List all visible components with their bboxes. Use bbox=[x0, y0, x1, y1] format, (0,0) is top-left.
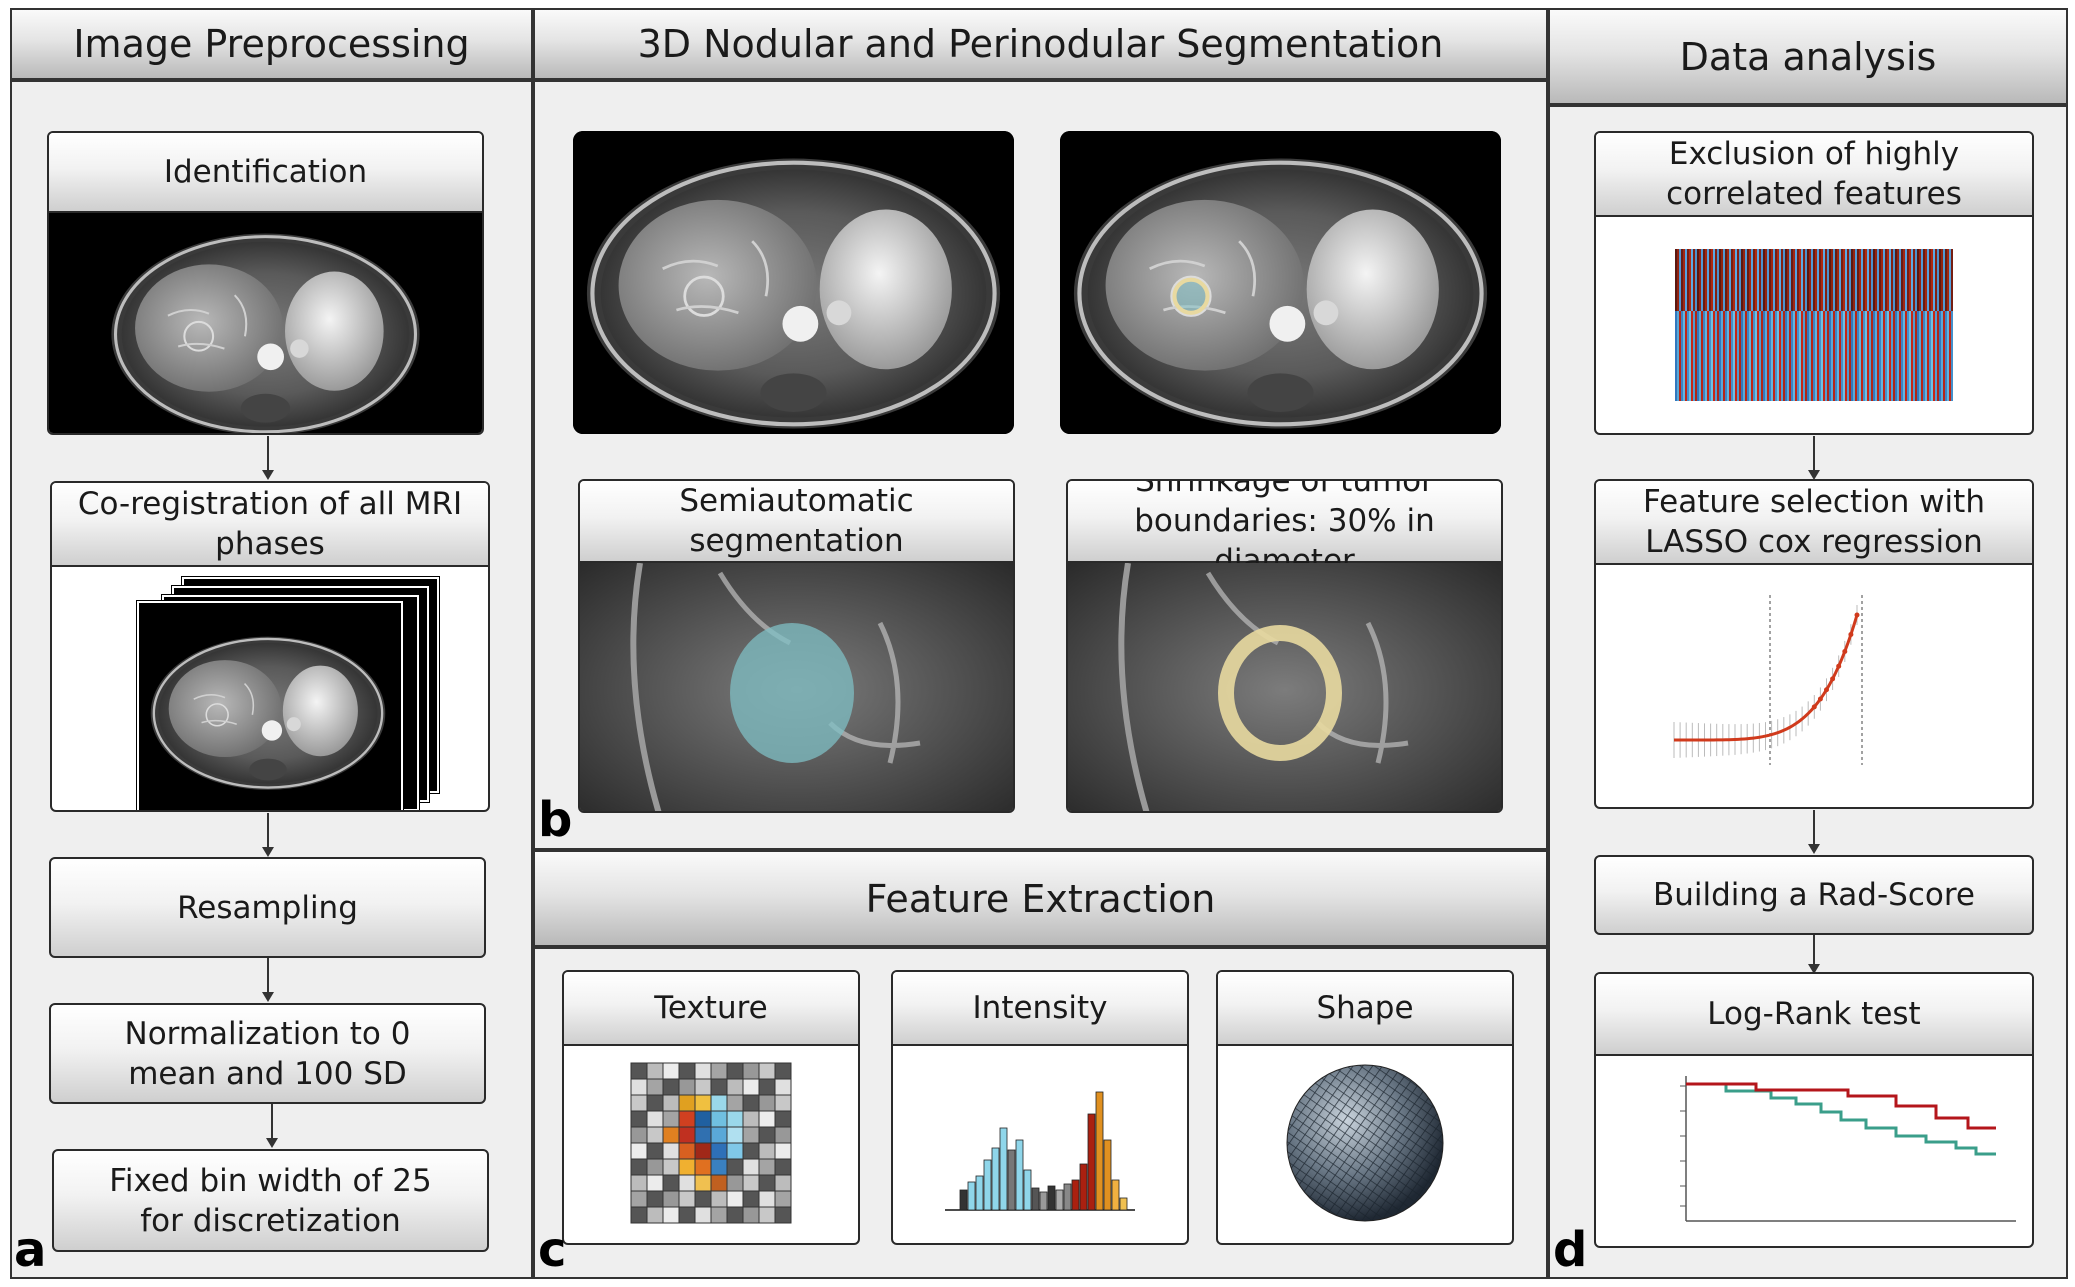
radscore-box: Building a Rad-Score bbox=[1594, 855, 2034, 935]
lasso-label: Feature selection with LASSO cox regress… bbox=[1596, 481, 2032, 565]
bin-width-box: Fixed bin width of 25 for discretization bbox=[52, 1149, 489, 1252]
panel-letter-c: c bbox=[538, 1222, 567, 1278]
semiautomatic-closeup bbox=[580, 563, 1013, 811]
down-arrow-icon bbox=[262, 958, 274, 1002]
logrank-label: Log-Rank test bbox=[1596, 974, 2032, 1056]
analysis-header: Data analysis bbox=[1548, 8, 2068, 105]
shape-box: Shape bbox=[1216, 970, 1514, 1245]
preprocessing-header: Image Preprocessing bbox=[10, 8, 533, 80]
lasso-box: Feature selection with LASSO cox regress… bbox=[1594, 479, 2034, 809]
shrinkage-box: Shrinkage of tumor boundaries: 30% in di… bbox=[1066, 479, 1503, 813]
correlation-box: Exclusion of highly correlated features bbox=[1594, 131, 2034, 435]
preprocessing-title: Image Preprocessing bbox=[73, 22, 470, 66]
texture-box: Texture bbox=[562, 970, 860, 1245]
intensity-label: Intensity bbox=[893, 972, 1187, 1046]
feature-extraction-header: Feature Extraction bbox=[533, 850, 1548, 947]
down-arrow-icon bbox=[266, 1104, 278, 1148]
normalization-box: Normalization to 0 mean and 100 SD bbox=[49, 1003, 486, 1104]
panel-letter-b: b bbox=[538, 792, 573, 848]
semiautomatic-label: Semiautomatic segmentation bbox=[580, 481, 1013, 563]
shrinkage-closeup bbox=[1068, 563, 1501, 811]
semiautomatic-box: Semiautomatic segmentation bbox=[578, 479, 1015, 813]
correlation-label: Exclusion of highly correlated features bbox=[1596, 133, 2032, 217]
histogram-icon bbox=[945, 1091, 1135, 1211]
shrinkage-label: Shrinkage of tumor boundaries: 30% in di… bbox=[1068, 481, 1501, 579]
down-arrow-icon bbox=[1808, 810, 1820, 854]
mri-original-image bbox=[573, 131, 1014, 434]
texture-label: Texture bbox=[564, 972, 858, 1046]
segmentation-header: 3D Nodular and Perinodular Segmentation bbox=[533, 8, 1548, 80]
panel-letter-a: a bbox=[14, 1222, 47, 1278]
down-arrow-icon bbox=[262, 436, 274, 480]
correlation-heatmap bbox=[1675, 249, 1953, 401]
panel-letter-d: d bbox=[1553, 1222, 1588, 1278]
identification-box: Identification bbox=[47, 131, 484, 435]
down-arrow-icon bbox=[1808, 935, 1820, 974]
mri-phase-stack bbox=[52, 567, 488, 810]
texture-grid-icon bbox=[630, 1062, 792, 1224]
down-arrow-icon bbox=[262, 813, 274, 857]
feature-extraction-title: Feature Extraction bbox=[865, 876, 1216, 921]
identification-label: Identification bbox=[49, 133, 482, 213]
mri-segmented-image bbox=[1060, 131, 1501, 434]
resampling-box: Resampling bbox=[49, 857, 486, 958]
identification-mri-image bbox=[49, 213, 482, 433]
lasso-plot bbox=[1673, 595, 1863, 765]
segmentation-title: 3D Nodular and Perinodular Segmentation bbox=[637, 22, 1444, 66]
analysis-title: Data analysis bbox=[1679, 34, 1937, 79]
logrank-box: Log-Rank test bbox=[1594, 972, 2034, 1248]
coregistration-label: Co-registration of all MRI phases bbox=[52, 483, 488, 567]
shape-label: Shape bbox=[1218, 972, 1512, 1046]
sphere-icon bbox=[1286, 1064, 1444, 1222]
coregistration-box: Co-registration of all MRI phases bbox=[50, 481, 490, 812]
intensity-box: Intensity bbox=[891, 970, 1189, 1245]
down-arrow-icon bbox=[1808, 436, 1820, 480]
km-plot bbox=[1680, 1076, 2016, 1222]
